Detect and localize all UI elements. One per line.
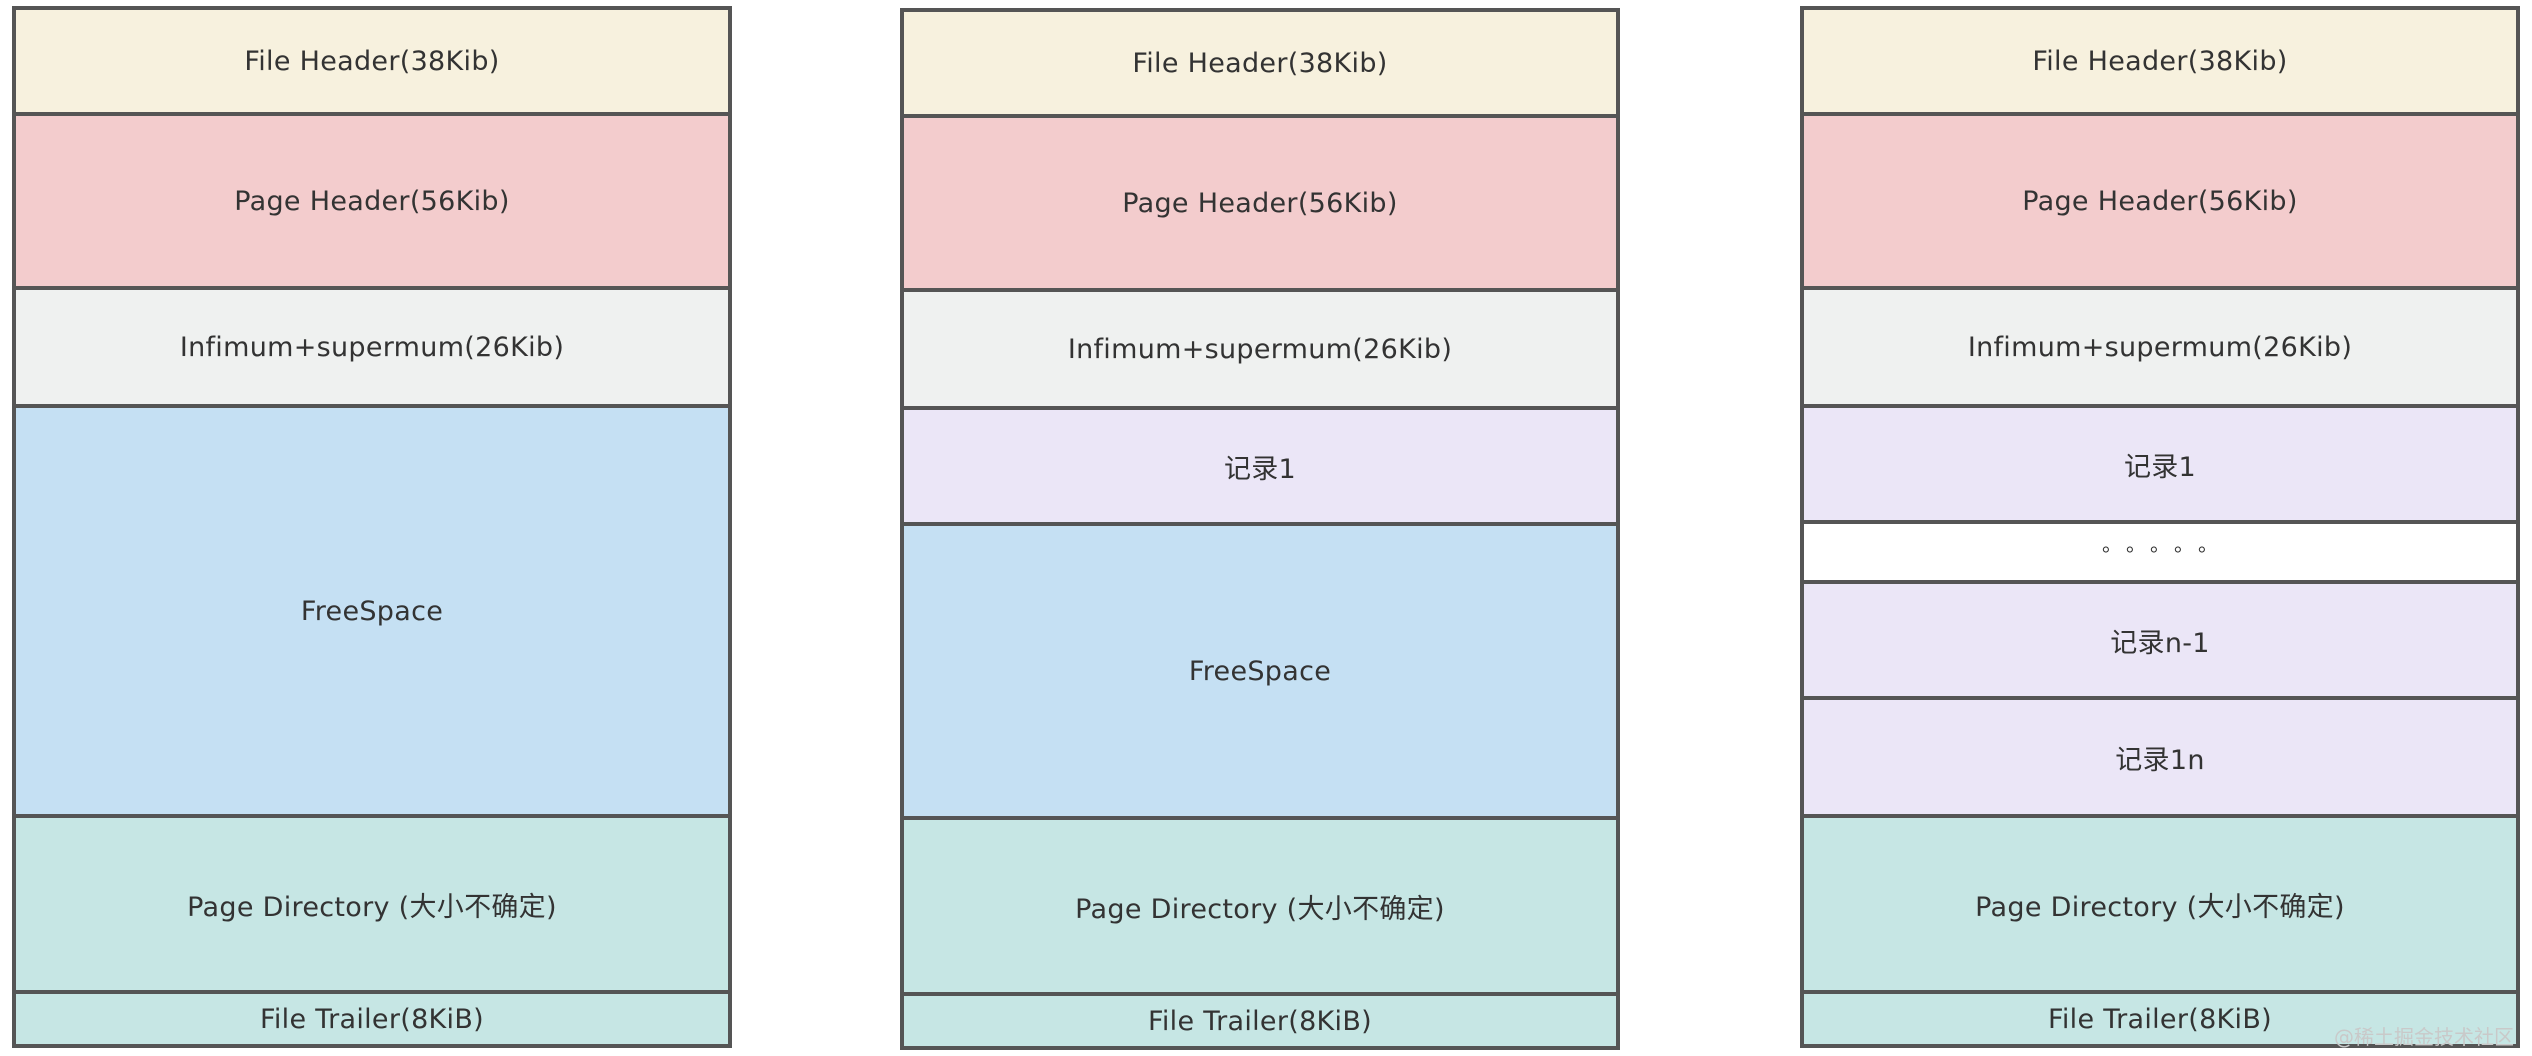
infimum-supremum-block: Infimum+supermum(26Kib)	[900, 288, 1620, 410]
block-label: File Trailer(8KiB)	[259, 1003, 485, 1035]
block-label: 记录1	[2123, 451, 2197, 483]
page-directory-block: Page Directory (大小不确定)	[12, 814, 732, 994]
watermark: @稀土掘金技术社区	[2334, 1025, 2514, 1049]
free-space-block: FreeSpace	[12, 404, 732, 818]
block-label: FreeSpace	[1188, 655, 1332, 687]
block-label: Infimum+supermum(26Kib)	[179, 331, 565, 363]
block-label: Page Directory (大小不确定)	[187, 891, 557, 923]
block-label: File Header(38Kib)	[244, 45, 500, 77]
file-header-block: File Header(38Kib)	[12, 6, 732, 116]
block-label: Page Directory (大小不确定)	[1075, 893, 1445, 925]
file-trailer-block: File Trailer(8KiB)	[1800, 990, 2520, 1048]
page-layout-many-records: File Header(38Kib) Page Header(56Kib) In…	[1800, 0, 2520, 1056]
block-label: File Header(38Kib)	[1132, 47, 1388, 79]
block-label: Page Header(56Kib)	[2022, 185, 2298, 217]
page-layout-empty: File Header(38Kib) Page Header(56Kib) In…	[12, 0, 732, 1056]
block-label: File Trailer(8KiB)	[2047, 1003, 2273, 1035]
block-label: File Trailer(8KiB)	[1147, 1005, 1373, 1037]
block-label: FreeSpace	[300, 595, 444, 627]
block-label: Page Header(56Kib)	[1122, 187, 1398, 219]
page-directory-block: Page Directory (大小不确定)	[900, 816, 1620, 996]
page-header-block: Page Header(56Kib)	[12, 112, 732, 290]
ellipsis-block: 。。。。。	[1800, 520, 2520, 584]
file-trailer-block: File Trailer(8KiB)	[900, 992, 1620, 1050]
block-label: 记录n-1	[2110, 627, 2210, 659]
file-header-block: File Header(38Kib)	[1800, 6, 2520, 116]
block-label: Infimum+supermum(26Kib)	[1967, 331, 2353, 363]
free-space-block: FreeSpace	[900, 522, 1620, 820]
ellipsis-dots: 。。。。。	[2102, 532, 2232, 556]
infimum-supremum-block: Infimum+supermum(26Kib)	[12, 286, 732, 408]
record-block: 记录1	[900, 406, 1620, 526]
page-layout-one-record: File Header(38Kib) Page Header(56Kib) In…	[900, 0, 1620, 1056]
block-label: 记录1	[1223, 453, 1297, 485]
block-label: Page Header(56Kib)	[234, 185, 510, 217]
record-block: 记录n-1	[1800, 580, 2520, 700]
infimum-supremum-block: Infimum+supermum(26Kib)	[1800, 286, 2520, 408]
block-label: Page Directory (大小不确定)	[1975, 891, 2345, 923]
file-header-block: File Header(38Kib)	[900, 8, 1620, 118]
record-block: 记录1	[1800, 404, 2520, 524]
page-header-block: Page Header(56Kib)	[900, 114, 1620, 292]
page-header-block: Page Header(56Kib)	[1800, 112, 2520, 290]
block-label: 记录1n	[2115, 744, 2205, 776]
file-trailer-block: File Trailer(8KiB)	[12, 990, 732, 1048]
block-label: Infimum+supermum(26Kib)	[1067, 333, 1453, 365]
page-directory-block: Page Directory (大小不确定)	[1800, 814, 2520, 994]
record-block: 记录1n	[1800, 696, 2520, 818]
block-label: File Header(38Kib)	[2032, 45, 2288, 77]
